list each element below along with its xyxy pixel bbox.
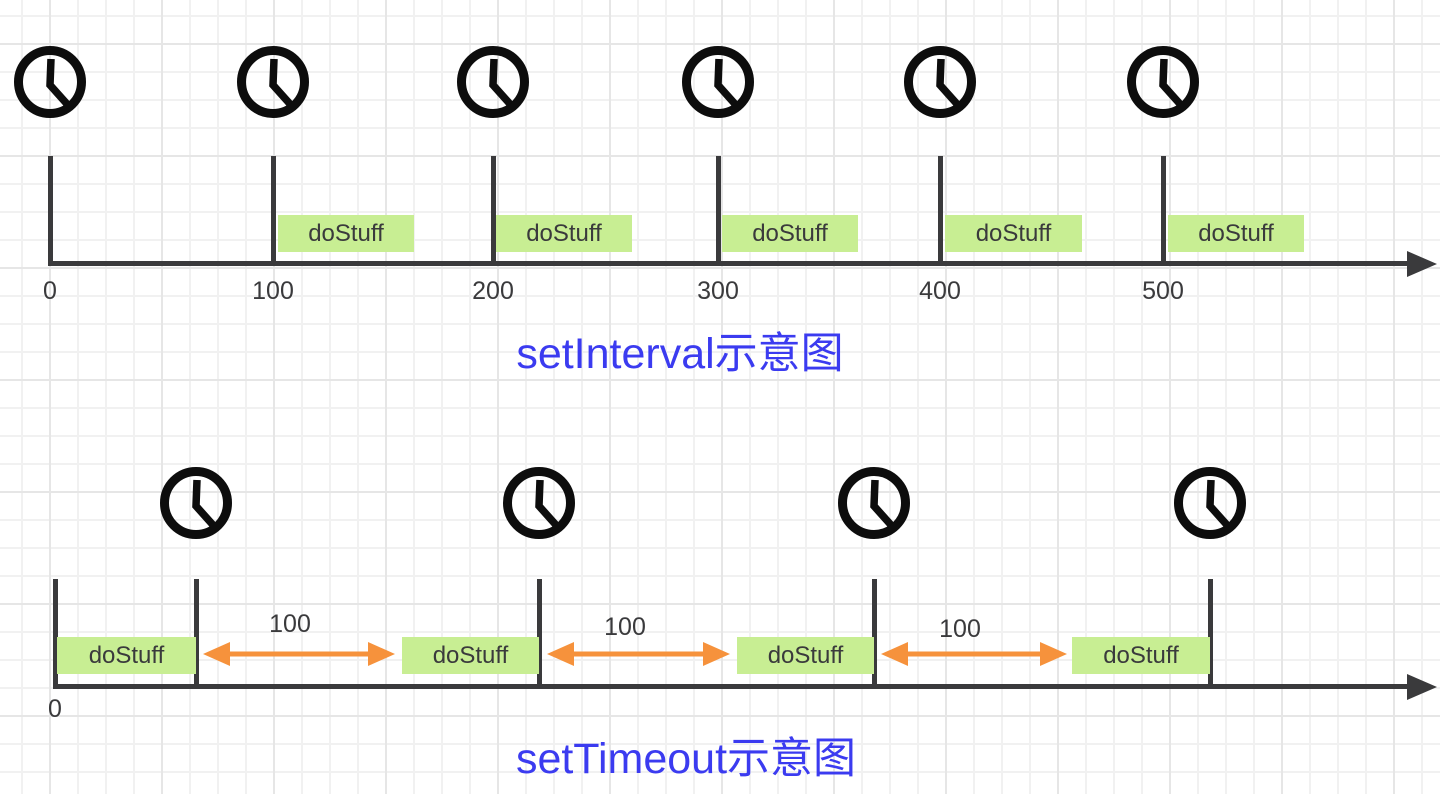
clock-icon: [1124, 43, 1202, 121]
dostuff-box: doStuff: [722, 215, 858, 252]
gap-duration-label: 100: [939, 615, 981, 643]
axis-tick-label: 300: [697, 277, 739, 305]
setinterval-title: setInterval示意图: [516, 330, 844, 378]
axis-tick-label: 400: [919, 277, 961, 305]
timeline-tick: [938, 156, 943, 266]
dostuff-box: doStuff: [57, 637, 196, 674]
timeline-tick: [537, 579, 542, 689]
timeline-tick: [716, 156, 721, 266]
axis-tick-label: 500: [1142, 277, 1184, 305]
dostuff-box: doStuff: [1072, 637, 1210, 674]
dostuff-box: doStuff: [1168, 215, 1304, 252]
dostuff-box: doStuff: [737, 637, 874, 674]
gap-duration-label: 100: [604, 613, 646, 641]
clock-icon: [901, 43, 979, 121]
timeline-tick: [194, 579, 199, 689]
axis-tick-label: 100: [252, 277, 294, 305]
timeline-tick: [491, 156, 496, 266]
dostuff-box: doStuff: [278, 215, 414, 252]
clock-icon: [157, 464, 235, 542]
timeline-tick: [1161, 156, 1166, 266]
dostuff-box: doStuff: [945, 215, 1082, 252]
timeline-tick: [872, 579, 877, 689]
axis-tick-label: 0: [43, 277, 57, 305]
gap-double-arrow-icon: [546, 637, 731, 671]
timeline-axis: [53, 684, 1411, 689]
clock-icon: [500, 464, 578, 542]
gap-duration-label: 100: [269, 610, 311, 638]
clock-icon: [679, 43, 757, 121]
clock-icon: [234, 43, 312, 121]
dostuff-box: doStuff: [402, 637, 539, 674]
settimeout-title: setTimeout示意图: [515, 735, 857, 783]
timeline-tick: [53, 579, 58, 689]
clock-icon: [454, 43, 532, 121]
timeline-axis: [50, 261, 1411, 266]
gap-double-arrow-icon: [880, 637, 1068, 671]
timeline-tick: [271, 156, 276, 266]
timeline-arrowhead-icon: [1407, 251, 1437, 277]
clock-icon: [11, 43, 89, 121]
gap-double-arrow-icon: [202, 637, 396, 671]
clock-icon: [1171, 464, 1249, 542]
timeline-tick: [48, 156, 53, 266]
axis-tick-label: 0: [48, 695, 62, 723]
axis-tick-label: 200: [472, 277, 514, 305]
clock-icon: [835, 464, 913, 542]
dostuff-box: doStuff: [496, 215, 632, 252]
timeline-tick: [1208, 579, 1213, 689]
timeline-arrowhead-icon: [1407, 674, 1437, 700]
